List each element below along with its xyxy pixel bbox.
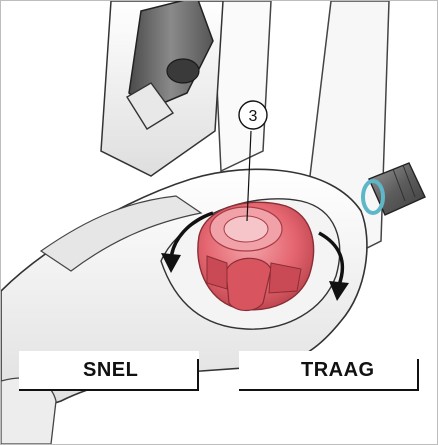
label-snel-vertical — [197, 359, 199, 391]
label-snel-underline — [19, 389, 199, 391]
label-traag-vertical — [417, 359, 419, 391]
label-snel-box: SNEL — [19, 351, 199, 391]
label-traag-box: TRAAG — [239, 351, 419, 391]
label-traag-underline — [239, 389, 419, 391]
red-adjustment-knob — [198, 202, 314, 310]
label-snel: SNEL — [83, 359, 138, 382]
label-traag: TRAAG — [301, 359, 375, 382]
cable-end — [167, 59, 199, 83]
callout-number: 3 — [249, 108, 258, 125]
